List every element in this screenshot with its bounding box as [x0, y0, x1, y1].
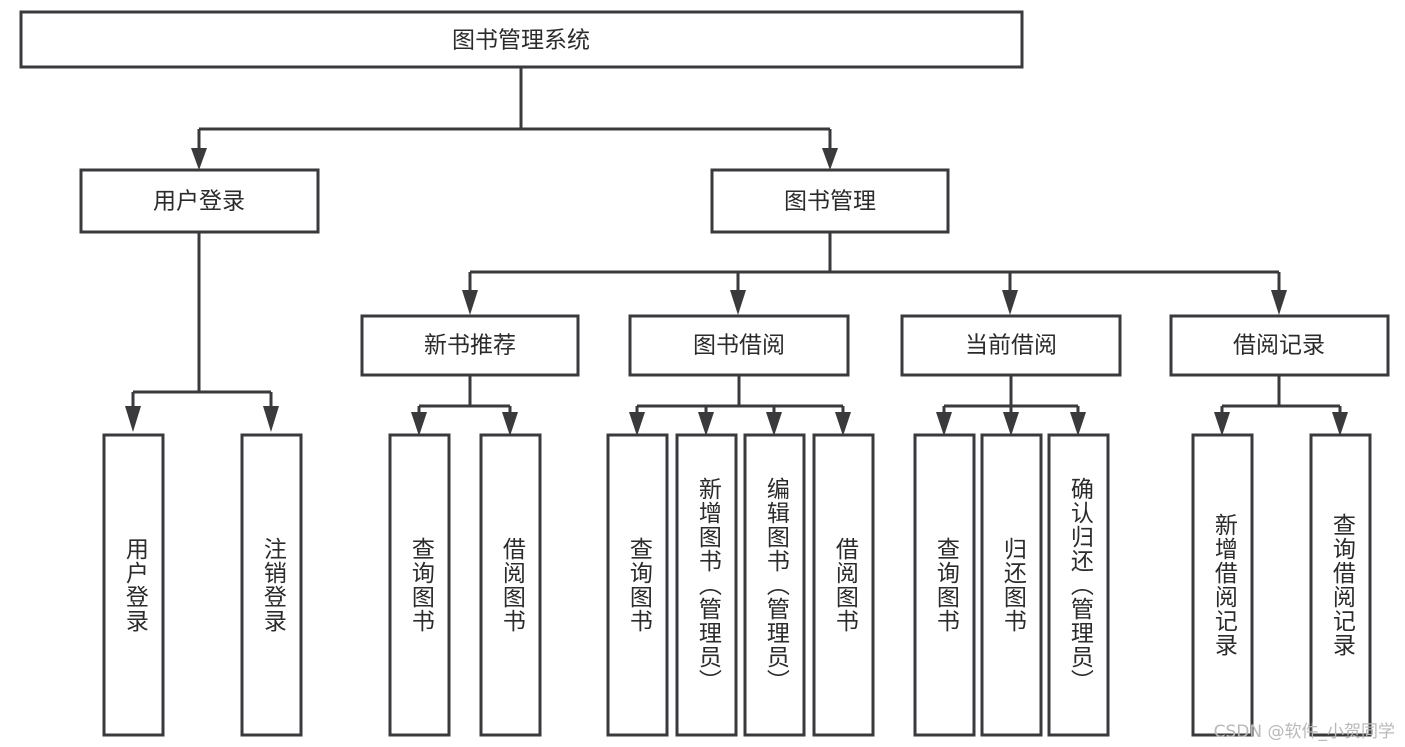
node-book-manage-label: 图书管理 — [784, 189, 876, 215]
arrow-user-login-to-leaf-2 — [263, 406, 279, 432]
node-borrow-record-label: 借阅记录 — [1233, 333, 1325, 359]
edge-current-borrow-bus — [942, 375, 1080, 414]
leaf-add-book-box[interactable] — [675, 433, 738, 737]
node-new-book-recommend-box[interactable] — [360, 314, 580, 377]
arrow-book-borrow-leaf-3 — [766, 412, 782, 436]
arrow-book-manage-to-book-borrow — [730, 290, 746, 315]
arrow-book-manage-to-borrow-record — [1271, 290, 1287, 315]
arrow-book-manage-to-new-book — [462, 290, 478, 315]
arrow-new-book-leaf-1 — [411, 412, 427, 436]
edge-book-borrow-bus — [635, 375, 845, 414]
leaf-edit-book-box[interactable] — [743, 433, 806, 737]
leaf-query-record-box[interactable] — [1309, 433, 1372, 737]
arrow-current-borrow-leaf-3 — [1070, 412, 1086, 436]
arrow-current-borrow-leaf-1 — [936, 412, 952, 436]
node-user-login-label: 用户登录 — [153, 189, 245, 215]
arrow-new-book-leaf-2 — [502, 412, 518, 436]
edge-user-login-bus — [131, 232, 273, 408]
leaf-add-record-box[interactable] — [1191, 433, 1254, 737]
leaf-user-login-box[interactable] — [102, 433, 165, 737]
node-new-book-recommend-label: 新书推荐 — [424, 333, 516, 359]
arrow-user-login-to-leaf-1 — [125, 406, 141, 432]
leaf-query-book-1-box[interactable] — [388, 433, 451, 737]
arrow-root-to-user-login — [191, 148, 207, 170]
node-root-label: 图书管理系统 — [452, 28, 590, 54]
leaf-borrow-book-2-box[interactable] — [812, 433, 875, 737]
leaf-borrow-book-1-box[interactable] — [479, 433, 542, 737]
arrow-root-to-book-manage — [822, 148, 838, 170]
edge-book-manage-bus — [468, 232, 1281, 292]
arrow-book-borrow-leaf-1 — [629, 412, 645, 436]
node-user-login-box[interactable] — [79, 168, 320, 234]
edge-new-book-bus — [417, 375, 512, 414]
arrow-borrow-record-leaf-1 — [1214, 412, 1230, 436]
leaf-confirm-return-box[interactable] — [1047, 433, 1110, 737]
edge-root-bus — [197, 67, 832, 150]
csdn-watermark: CSDN @软件_小贺同学 — [1213, 722, 1395, 742]
leaf-query-book-2-box[interactable] — [606, 433, 669, 737]
node-current-borrow-box[interactable] — [900, 314, 1122, 377]
node-current-borrow-label: 当前借阅 — [965, 333, 1057, 359]
arrow-book-manage-to-current-borrow — [1002, 290, 1018, 315]
node-book-borrow-label: 图书借阅 — [693, 333, 785, 359]
arrow-book-borrow-leaf-2 — [698, 412, 714, 436]
arrow-book-borrow-leaf-4 — [835, 412, 851, 436]
node-root-box[interactable] — [19, 10, 1024, 69]
arrow-borrow-record-leaf-2 — [1332, 412, 1348, 436]
leaf-query-book-3-box[interactable] — [913, 433, 976, 737]
arrow-current-borrow-leaf-2 — [1003, 412, 1019, 436]
edge-borrow-record-bus — [1220, 375, 1342, 414]
leaf-logout-login-box[interactable] — [240, 433, 303, 737]
leaf-return-book-box[interactable] — [980, 433, 1043, 737]
